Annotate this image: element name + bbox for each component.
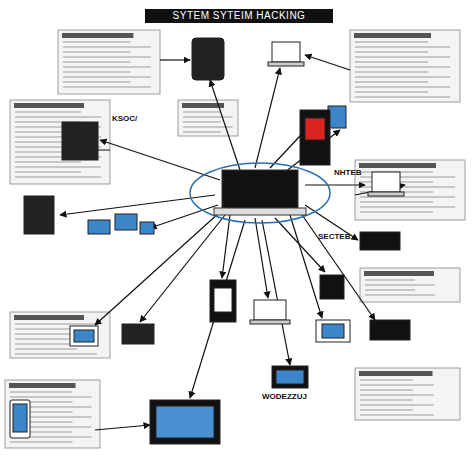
devices [10,38,410,444]
text-panel [350,30,460,102]
scribble-line [355,81,428,82]
scribble-line [360,404,434,405]
scribble-line [63,81,130,82]
scribble-line [15,353,97,354]
scribble-line [183,111,221,112]
arrow-lines [60,55,405,430]
scribble-line [183,131,221,132]
scribble-line [63,61,130,62]
scribble-line [355,46,450,47]
device-label: WODEZZUJ [262,392,307,402]
scribble-line [360,206,455,207]
scribble-line [183,116,233,117]
scribble-line [355,51,428,52]
scribble-line [360,389,413,390]
panel-header [14,103,84,108]
scribble-line [360,384,434,385]
device-label: KSOC/ [112,114,137,124]
scribble-line [63,66,151,67]
scribble-line [355,66,450,67]
scribble-line [365,289,415,290]
panel-header [359,163,436,168]
scribble-line [360,201,433,202]
scribble-line [183,121,221,122]
scribble-line [63,46,151,47]
scribble-line [15,161,81,162]
scribble-line [355,91,428,92]
scribble-line [10,441,72,442]
device-label: SECTEB [318,232,350,242]
scribble-line [63,86,151,87]
scribble-line [360,409,413,410]
central-laptop [214,170,306,215]
panel-header [14,315,84,320]
panel-header [9,383,76,388]
scribble-line [63,71,130,72]
scribble-line [10,396,91,397]
scribble-line [365,284,435,285]
text-panel [10,312,110,358]
scribble-line [365,294,435,295]
scribble-line [63,41,130,42]
panel-header [62,33,133,38]
scribble-line [63,76,151,77]
scribble-line [355,76,450,77]
scribble-line [10,391,72,392]
scribble-line [15,176,101,177]
scribble-line [360,414,434,415]
text-panel [58,30,160,94]
scribble-line [15,328,77,329]
text-panel [355,368,460,420]
text-panel [10,100,110,184]
scribble-line [355,41,428,42]
scribble-line [15,338,77,339]
text-panel [360,268,460,302]
panel-header [364,271,434,276]
scribble-line [355,71,428,72]
scribble-line [15,111,81,112]
scribble-line [360,399,413,400]
scribble-line [365,279,415,280]
scribble-line [63,51,130,52]
scribble-line [355,56,450,57]
text-panel [5,380,100,448]
panel-header [354,33,431,38]
scribble-line [15,116,101,117]
scribble-line [15,323,97,324]
text-panel [178,100,238,136]
scribble-line [15,171,81,172]
scribble-line [360,379,413,380]
panel-header [359,371,433,376]
scribble-line [15,166,101,167]
device-label: NHTEB [334,168,362,178]
scribble-line [63,56,151,57]
scribble-line [360,211,433,212]
scribble-line [15,348,77,349]
title-banner: SYTEM SYTEIM HACKING [145,9,333,23]
scribble-line [355,86,450,87]
scribble-line [355,61,428,62]
text-panels [5,30,465,448]
scribble-line [355,96,450,97]
text-panel [355,160,465,220]
scribble-line [360,196,455,197]
scribble-line [360,394,434,395]
